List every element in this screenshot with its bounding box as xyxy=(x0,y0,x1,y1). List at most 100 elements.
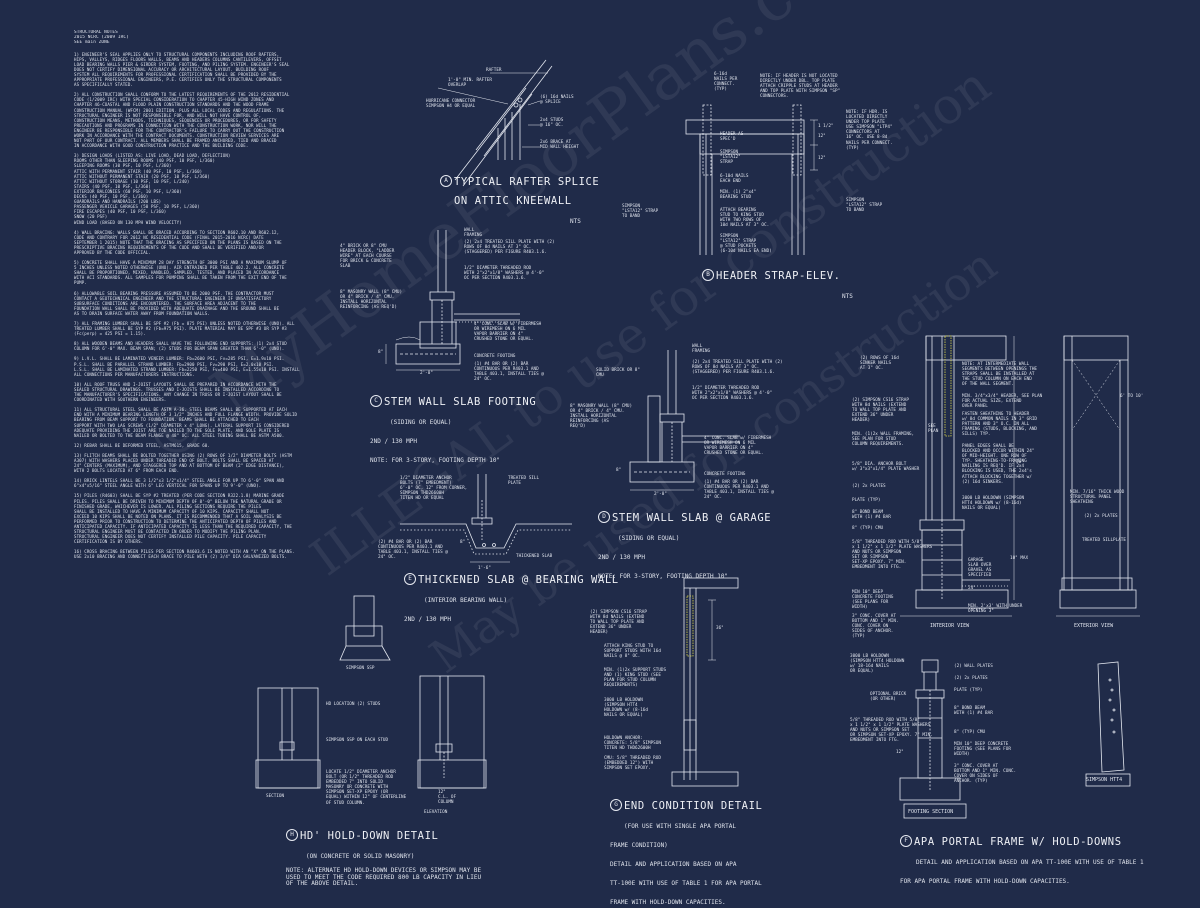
note-line: SHALL BE INSTALLED TO HAVE A MINIMUM CAP… xyxy=(74,508,269,514)
note-line: 6) ALLOWABLE SOIL BEARING PRESSURE ASSUM… xyxy=(74,290,275,296)
detail-d-label: CONCRETE FOOTING xyxy=(704,472,746,477)
note-line: A307) WITH WASHERS PLACED UNDER THREADED… xyxy=(74,457,275,463)
note-line: 5) CONCRETE SHALL HAVE A MINIMUM 28 DAY … xyxy=(74,260,287,266)
simpson-htt4-label: SIMPSON HTT4 xyxy=(1086,777,1123,783)
detail-e-label: THICKENED SLAB xyxy=(516,554,553,559)
note-line: NAILED OR BOLTED TO THE BEAM FLANGE @ 48… xyxy=(74,432,285,438)
note-line: 1) ENGINEER'S SEAL APPLIES ONLY TO STRUC… xyxy=(74,51,280,57)
note-line: APPROVED BY THE CODE OFFICIAL. xyxy=(74,249,151,255)
note-line: ROOMS OTHER THAN SLEEPING ROOMS (40 PSF,… xyxy=(74,158,216,164)
note-line: ATTIC WITHOUT PERMANENT STAIR (20 PSF, 1… xyxy=(74,173,210,179)
detail-f-label: MIN 10" DEEP CONCRETE FOOTING (SEE PLANS… xyxy=(852,590,894,611)
note-line: 10) ALL ROOF TRUSS AND I-JOIST LAYOUTS S… xyxy=(74,381,277,387)
note-line: LOAD BEARING WALLS PIER & GIRDER SYSTEM,… xyxy=(74,61,290,67)
note-line: 13) FLITCH BEAMS SHALL BE BOLTED TOGETHE… xyxy=(74,452,292,458)
detail-b-label: ATTACH BEARING STUD TO KING STUD WITH TW… xyxy=(720,208,770,229)
detail-c-marker: C xyxy=(370,394,382,407)
detail-e-label: 1/2" DIAMETER ANCHOR BOLTS (7" EMBEDMENT… xyxy=(400,476,468,502)
note-line: FINISHED GRADE, WHICHEVER IS LOWER. ALL … xyxy=(74,503,262,509)
detail-f-label: 8" BOND BEAM WITH (1) #4 BAR xyxy=(852,510,891,521)
detail-b-label: SIMPSON "LSTA12" STRAP xyxy=(720,150,741,166)
structural-note: 5) CONCRETE SHALL HAVE A MINIMUM 28 DAY … xyxy=(74,260,326,285)
note-line: ANTICIPATED CAPACITY. IF ANTICIPATED CAP… xyxy=(74,524,292,530)
note-line: COLUMN FOR 6'-0" MAX. BEAM SPAN; (2) STU… xyxy=(74,346,285,352)
note-line: 4) WALL BRACING: WALLS SHALL BE BRACED A… xyxy=(74,229,280,235)
detail-a-drawing xyxy=(437,59,553,187)
note-line: 15) PILES (R4603) SHALL BE SYP #2 TREATE… xyxy=(74,493,285,499)
note-line: PERFORMED PRIOR TO CONSTRUCTION TO DETER… xyxy=(74,518,277,524)
detail-a-label: 1'-0" MIN. RAFTER OVERLAP xyxy=(448,78,492,89)
detail-b-label: MIN. (1) 2"x4" BEARING STUD xyxy=(720,190,757,201)
detail-f-label: 8" (TYP) CMU xyxy=(954,730,986,735)
detail-a-label: (6) 16d NAILS @ SPLICE xyxy=(540,95,574,106)
note-line: PRESCRIPTIVE BRACING REQUIREMENTS OF THE… xyxy=(74,244,264,250)
note-line: AS TO DRAIN SURFACE WATER AWAY FROM FOUN… xyxy=(74,310,210,316)
detail-h-label: ELEVATION xyxy=(424,810,448,815)
detail-b-drawing xyxy=(685,104,818,255)
note-line: STRUCTURAL ENGINEER MUST BE CONTACTED IN… xyxy=(74,529,262,535)
detail-c-label: 4" CONC. SLAB w/ FIBERMESH OR WIREMESH O… xyxy=(474,322,542,343)
detail-f-label: 5/8" THREADED ROD WITH 5/8" x 1 1/2" x 1… xyxy=(850,718,933,744)
detail-a-label: 2x6 BRACE AT MID WALL HEIGHT xyxy=(540,140,579,151)
detail-h-label: LOCATE 1/2" DIAMETER ANCHOR BOLT (OR 1/2… xyxy=(326,770,407,806)
note-line: PASSENGER VEHICLE GARAGES (50 PSF, 10 PS… xyxy=(74,204,200,210)
detail-c-label: 4" BRICK OR 8" CMU HEADER BLOCK, "LADDER… xyxy=(340,244,395,270)
detail-b-marker: B xyxy=(702,268,714,281)
note-line: 14) BRICK LINTELS SHALL BE 3 1/2"x3 1/2"… xyxy=(74,478,285,484)
detail-f-view-label: INTERIOR VIEW xyxy=(930,623,970,629)
detail-c-label: (2) 2x4 TREATED SILL PLATE WITH (2) ROWS… xyxy=(464,240,555,256)
note-line: ENGINEER BE RESPONSIBLE FOR THE CONTRACT… xyxy=(74,127,285,133)
structural-note: 16) CROSS BRACING BETWEEN PILES PER SECT… xyxy=(74,549,326,559)
detail-b-label: SIMPSON "LSTA12" STRAP @ STUD POCKETS (6… xyxy=(720,234,772,255)
detail-f-label: FASTEN SHEATHING TO HEADER w/ 8d COMMON … xyxy=(962,412,1038,438)
detail-f-dimension: 36" xyxy=(1016,460,1024,465)
note-line: PILES. PILES SHALL BE DRIVEN TO MINIMUM … xyxy=(74,498,282,504)
detail-b-label: 6-10d NAILS EACH END xyxy=(720,174,749,185)
note-line: CONTACT A GEOTECHNICAL ENGINEER AND THE … xyxy=(74,295,272,301)
detail-a-label: HURRICANE CONNECTOR SIMPSON H4 OR EQUAL xyxy=(426,99,476,110)
detail-c-label: 8" MASONRY WALL (8" CMU) OR 4" BRICK / 4… xyxy=(340,290,403,311)
note-line: SNOW (20 PSF) xyxy=(74,214,108,220)
note-line: DOES NOT CERTIFY DIMENSIONAL ACCURACY OR… xyxy=(74,66,269,72)
detail-c-label: WALL FRAMING xyxy=(464,228,483,239)
notes-heading: STRUCTURAL NOTES xyxy=(74,30,118,35)
detail-h-drawing xyxy=(255,595,487,789)
note-line: CERTIFICATION IS BY OTHERS. xyxy=(74,539,144,545)
detail-d-dimension: 2'-0" xyxy=(654,492,667,497)
note-line: 6"x4"x5/16" STEEL ANGLE WITH 6" LEG VERT… xyxy=(74,483,262,489)
note-line: WIND LOAD (BASED ON 130 MPH WIND VELOCIT… xyxy=(74,219,182,225)
note-line: THE MANUFACTURER'S SPECIFICATIONS. ANY C… xyxy=(74,392,282,398)
note-line: HIPS, VALLEYS, RIDGES FLOORS WALLS, BEAM… xyxy=(74,56,282,62)
detail-d-dimension: 8" xyxy=(616,468,622,473)
detail-f-label: MIN. (1)2x WALL FRAMING, SEE PLAN FOR ST… xyxy=(852,432,915,448)
note-line: DECKS (40 PSF, 10 PSF, L/360) xyxy=(74,194,149,200)
detail-f-footing-section xyxy=(899,659,967,819)
note-line: EXTERIOR BALCONIES (60 PSF, 10 PSF, L/36… xyxy=(74,188,182,194)
structural-note: 7) ALL FRAMING LUMBER SHALL BE SPF #2 (F… xyxy=(74,321,326,336)
detail-f-label: OPTIONAL BRICK (OR OTHER) xyxy=(870,692,907,703)
detail-f-label: MIN. 7/16" THICK WOOD STRUCTURAL PANEL S… xyxy=(1070,490,1125,506)
detail-d-label: SOLID BRICK OR 8" CMU xyxy=(596,368,640,379)
note-line: END WITH A MINIMUM BEARING LENGTH OF 3 1… xyxy=(74,412,298,418)
detail-f-label: PANEL EDGES SHALL BE BLOCKED AND OCCUR W… xyxy=(962,444,1035,485)
note-line: 16) CROSS BRACING BETWEEN PILES PER SECT… xyxy=(74,549,295,555)
detail-d-label: (2) 2x4 TREATED SILL PLATE WITH (2) ROWS… xyxy=(692,360,783,376)
note-line: 5 INCHES UNLESS NOTED OTHERWISE (UNO). A… xyxy=(74,265,285,271)
note-line: SLEEPING ROOMS (30 PSF, 10 PSF, L/360) xyxy=(74,163,172,169)
note-line: NOT PART OF OUR CONTRACT. ALL MEMBERS SH… xyxy=(74,138,277,144)
detail-f-exterior-view xyxy=(1056,335,1140,617)
detail-h-label: SIMPSON SSP xyxy=(346,666,375,671)
detail-g-label: ATTACH KING STUD TO SUPPORT STUDS WITH 1… xyxy=(604,644,661,660)
note-line: SEPTEMBER 1 2015) NOTE THAT THE BRACING … xyxy=(74,239,282,245)
note-line: ATTIC WITHOUT STORAGE (10 PSF, 10 PSF, L… xyxy=(74,178,190,184)
detail-g-dimension: 36" xyxy=(716,626,724,631)
detail-h-label: SIMPSON SSP ON EACH STUD xyxy=(326,738,389,743)
structural-note: 9) L.V.L. SHALL BE LAMINATED VENEER LUMB… xyxy=(74,356,326,376)
note-line: EXCEED 10 KIPS SHALL BE NOTED ON PLANS. … xyxy=(74,513,282,519)
structural-note: 6) ALLOWABLE SOIL BEARING PRESSURE ASSUM… xyxy=(74,291,326,316)
